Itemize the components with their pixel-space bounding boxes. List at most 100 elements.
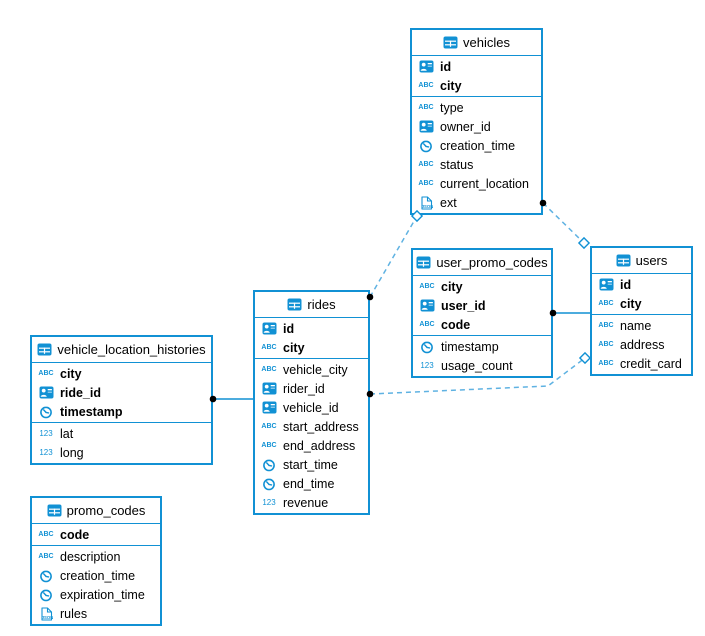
field-name: lat xyxy=(60,426,74,441)
field-name: current_location xyxy=(440,176,529,191)
field-row-end_time[interactable]: end_time xyxy=(255,474,368,493)
field-row-timestamp[interactable]: timestamp xyxy=(413,337,551,356)
table-header[interactable]: users xyxy=(592,248,691,274)
id-card-icon xyxy=(260,382,278,395)
field-row-expiration_time[interactable]: expiration_time xyxy=(32,585,160,604)
table-header[interactable]: user_promo_codes xyxy=(413,250,551,276)
field-row-vehicle_id[interactable]: vehicle_id xyxy=(255,398,368,417)
field-row-timestamp[interactable]: timestamp xyxy=(32,402,211,421)
field-name: ext xyxy=(440,195,457,210)
abc-text-icon: ABC xyxy=(418,82,434,89)
id-card-icon xyxy=(37,386,55,399)
field-row-city[interactable]: ABC city xyxy=(255,338,368,357)
table-header[interactable]: promo_codes xyxy=(32,498,160,524)
table-header[interactable]: vehicle_location_histories xyxy=(32,337,211,363)
field-row-start_time[interactable]: start_time xyxy=(255,455,368,474)
123-number-icon: 123 xyxy=(420,361,434,370)
abc-text-icon: ABC xyxy=(598,360,614,367)
field-name: vehicle_city xyxy=(283,362,348,377)
abc-text-icon: ABC xyxy=(261,344,277,351)
clock-icon xyxy=(260,476,278,491)
table-name: rides xyxy=(307,297,336,312)
field-row-rider_id[interactable]: rider_id xyxy=(255,379,368,398)
field-name: id xyxy=(440,59,452,74)
field-row-credit_card[interactable]: ABC credit_card xyxy=(592,354,691,373)
svg-text:JSON: JSON xyxy=(41,615,52,620)
field-name: long xyxy=(60,445,84,460)
field-row-ride_id[interactable]: ride_id xyxy=(32,383,211,402)
field-name: type xyxy=(440,100,464,115)
abc-text-icon: ABC xyxy=(598,322,614,329)
field-row-vehicle_city[interactable]: ABC vehicle_city xyxy=(255,360,368,379)
field-row-creation_time[interactable]: creation_time xyxy=(412,136,541,155)
table-header[interactable]: vehicles xyxy=(412,30,541,56)
field-name: credit_card xyxy=(620,356,682,371)
table-header[interactable]: rides xyxy=(255,292,368,318)
field-row-id[interactable]: id xyxy=(592,275,691,294)
table-name: vehicles xyxy=(463,35,510,50)
id-card-icon xyxy=(417,60,435,73)
field-row-id[interactable]: id xyxy=(255,319,368,338)
json-document-icon: JSON xyxy=(37,606,55,621)
field-name: vehicle_id xyxy=(283,400,339,415)
clock-icon xyxy=(417,138,435,153)
field-name: city xyxy=(441,279,463,294)
field-name: status xyxy=(440,157,474,172)
table-name: users xyxy=(635,253,668,268)
table-name: user_promo_codes xyxy=(436,255,548,270)
id-card-icon xyxy=(417,120,435,133)
field-name: user_id xyxy=(441,298,486,313)
table-icon xyxy=(416,256,431,269)
field-row-id[interactable]: id xyxy=(412,57,541,76)
clock-icon xyxy=(37,568,55,583)
abc-text-icon: ABC xyxy=(38,553,54,560)
field-name: city xyxy=(620,296,642,311)
field-name: rider_id xyxy=(283,381,325,396)
field-name: revenue xyxy=(283,495,329,510)
field-name: start_time xyxy=(283,457,338,472)
field-row-user_id[interactable]: user_id xyxy=(413,296,551,315)
field-name: expiration_time xyxy=(60,587,145,602)
id-card-icon xyxy=(597,278,615,291)
id-card-icon xyxy=(260,322,278,335)
field-row-owner_id[interactable]: owner_id xyxy=(412,117,541,136)
abc-text-icon: ABC xyxy=(261,366,277,373)
id-card-icon xyxy=(260,401,278,414)
field-name: owner_id xyxy=(440,119,491,134)
table-name: vehicle_location_histories xyxy=(57,342,206,357)
field-row-creation_time[interactable]: creation_time xyxy=(32,566,160,585)
field-name: city xyxy=(283,340,305,355)
